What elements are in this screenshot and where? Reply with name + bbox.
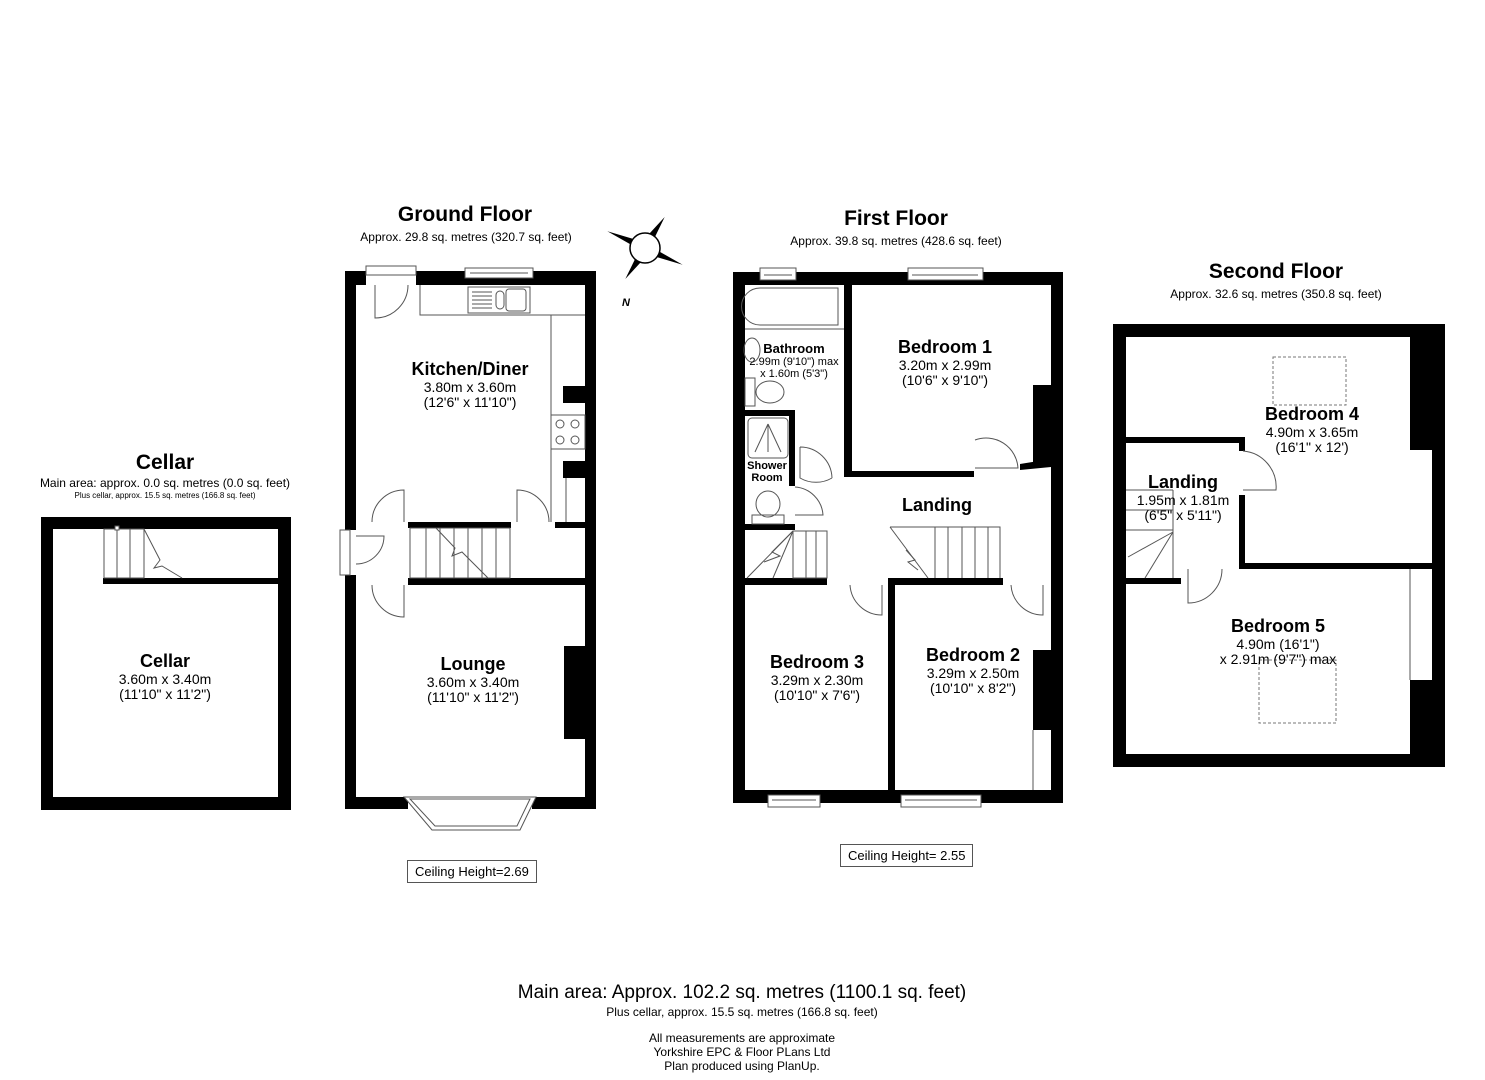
cellar-area: Main area: approx. 0.0 sq. metres (0.0 s… bbox=[39, 476, 291, 490]
room-dim-metric: 1.95m x 1.81m bbox=[1136, 491, 1230, 508]
room-dim-imperial: (11'10" x 11'2") bbox=[427, 689, 519, 706]
cellar-plan bbox=[41, 517, 291, 810]
note-approximate: All measurements are approximate bbox=[648, 1031, 836, 1045]
room-name: Bedroom 1 bbox=[897, 337, 993, 357]
room-bathroom: Bathroom 2.99m (9'10") max x 1.60m (5'3"… bbox=[749, 341, 839, 381]
first-floor-ceiling-height: Ceiling Height= 2.55 bbox=[840, 844, 974, 867]
room-name: Bathroom bbox=[763, 341, 825, 356]
total-cellar-area: Plus cellar, approx. 15.5 sq. metres (16… bbox=[606, 1005, 878, 1019]
ground-floor-plan bbox=[339, 265, 596, 831]
room-dim-imperial: (16'1" x 12') bbox=[1275, 439, 1349, 456]
ground-stairs bbox=[409, 527, 511, 579]
room-shower-room: Shower Room bbox=[747, 460, 787, 484]
footer-notes: All measurements are approximate Yorkshi… bbox=[649, 1031, 835, 1073]
second-floor-stairs bbox=[1126, 489, 1174, 579]
room-name: Kitchen/Diner bbox=[411, 359, 529, 379]
room-dim-metric: 3.29m x 2.50m bbox=[926, 664, 1020, 681]
second-floor-area: Approx. 32.6 sq. metres (350.8 sq. feet) bbox=[1170, 287, 1382, 301]
room-bedroom-5: Bedroom 5 4.90m (16'1") x 2.91m (9'7") m… bbox=[1219, 616, 1337, 668]
first-floor-title: First Floor bbox=[844, 207, 948, 230]
total-main-area: Main area: Approx. 102.2 sq. metres (110… bbox=[517, 982, 967, 1003]
room-name-line-2: Room bbox=[751, 472, 783, 485]
room-bedroom-4: Bedroom 4 4.90m x 3.65m (16'1" x 12') bbox=[1264, 404, 1360, 456]
room-dim-imperial: (10'10" x 7'6") bbox=[773, 687, 861, 704]
room-kitchen-diner: Kitchen/Diner 3.80m x 3.60m (12'6" x 11'… bbox=[411, 359, 529, 411]
compass-north-label: N bbox=[622, 297, 631, 309]
first-floor-area: Approx. 39.8 sq. metres (428.6 sq. feet) bbox=[790, 234, 1002, 248]
room-name: Bedroom 3 bbox=[769, 652, 865, 672]
room-dim-imperial: x 1.60m (5'3") bbox=[760, 368, 828, 381]
room-name: Bedroom 2 bbox=[925, 645, 1021, 665]
room-dim-metric: 3.20m x 2.99m bbox=[898, 356, 992, 373]
first-floor-plan bbox=[733, 267, 1063, 808]
ground-floor-ceiling-height: Ceiling Height=2.69 bbox=[407, 860, 537, 883]
room-name: Bedroom 4 bbox=[1264, 404, 1360, 424]
room-dim-imperial: x 2.91m (9'7") max bbox=[1219, 651, 1337, 668]
room-landing-first: Landing bbox=[902, 495, 972, 516]
cellar-extra-area: Plus cellar, approx. 15.5 sq. metres (16… bbox=[74, 491, 256, 500]
room-name: Lounge bbox=[440, 654, 506, 674]
room-dim-imperial: (10'6" x 9'10") bbox=[901, 372, 989, 389]
room-dim-imperial: (6'5" x 5'11") bbox=[1144, 507, 1222, 524]
room-bedroom-2: Bedroom 2 3.29m x 2.50m (10'10" x 8'2") bbox=[925, 645, 1021, 697]
room-dim-imperial: (11'10" x 11'2") bbox=[119, 686, 211, 703]
room-dim-metric: 4.90m x 3.65m bbox=[1265, 423, 1359, 440]
room-dim-metric: 3.60m x 3.40m bbox=[426, 673, 520, 690]
first-floor-stairs-left bbox=[746, 530, 828, 579]
cellar-stairs bbox=[103, 525, 183, 579]
room-dim-imperial: (12'6" x 11'10") bbox=[423, 394, 517, 411]
room-name: Cellar bbox=[139, 651, 191, 671]
room-dim-metric: 4.90m (16'1") bbox=[1236, 635, 1320, 652]
compass-rose-icon bbox=[607, 216, 683, 280]
room-dim-imperial: (10'10" x 8'2") bbox=[929, 680, 1017, 697]
room-dim-metric: 3.29m x 2.30m bbox=[770, 671, 864, 688]
room-dim-metric: 2.99m (9'10") max bbox=[749, 356, 839, 369]
room-cellar: Cellar 3.60m x 3.40m (11'10" x 11'2") bbox=[118, 651, 212, 703]
room-name-line-1: Shower bbox=[747, 460, 787, 472]
ground-floor-title: Ground Floor bbox=[397, 203, 533, 226]
room-bedroom-1: Bedroom 1 3.20m x 2.99m (10'6" x 9'10") bbox=[897, 337, 993, 389]
first-floor-stairs-landing bbox=[889, 526, 1001, 579]
note-company: Yorkshire EPC & Floor PLans Ltd bbox=[653, 1045, 831, 1059]
room-bedroom-3: Bedroom 3 3.29m x 2.30m (10'10" x 7'6") bbox=[769, 652, 865, 704]
room-dim-metric: 3.80m x 3.60m bbox=[423, 378, 517, 395]
room-dim-metric: 3.60m x 3.40m bbox=[118, 670, 212, 687]
room-lounge: Lounge 3.60m x 3.40m (11'10" x 11'2") bbox=[426, 654, 520, 706]
room-name: Landing bbox=[902, 495, 972, 515]
second-floor-plan bbox=[1113, 324, 1445, 767]
room-landing-second: Landing 1.95m x 1.81m (6'5" x 5'11") bbox=[1136, 472, 1230, 524]
room-name: Landing bbox=[1147, 472, 1218, 492]
second-floor-title: Second Floor bbox=[1208, 260, 1344, 283]
ground-floor-area: Approx. 29.8 sq. metres (320.7 sq. feet) bbox=[360, 230, 572, 244]
room-name: Bedroom 5 bbox=[1230, 616, 1326, 636]
note-software: Plan produced using PlanUp. bbox=[664, 1059, 820, 1073]
cellar-title: Cellar bbox=[135, 451, 195, 474]
